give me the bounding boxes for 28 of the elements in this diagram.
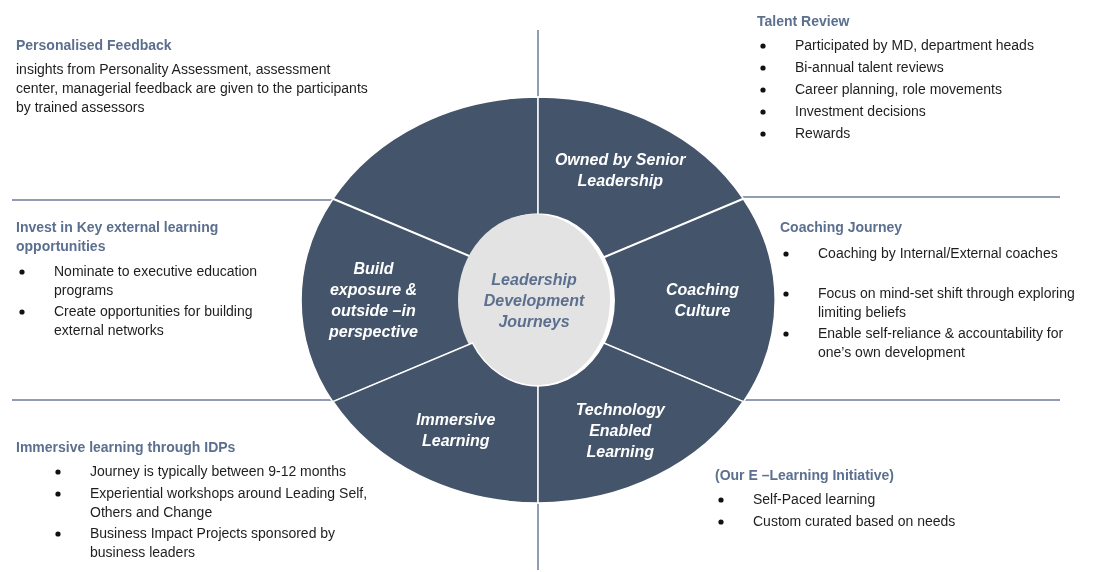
segment-label: Technology Enabled Learning	[574, 399, 667, 462]
segment-label: Owned by Senior Leadership	[553, 149, 687, 191]
bullet-item: Business Impact Projects sponsored by business leaders	[90, 524, 337, 562]
bullet-item: Journey is typically between 9-12 months	[90, 462, 348, 481]
segment-label: Build exposure & outside –in perspective	[327, 259, 419, 342]
segment-label: Immersive Learning	[415, 410, 497, 452]
description-text: insights from Personality Assessment, assessment center, managerial feedback are given to the participants by trained assessors	[16, 60, 369, 117]
bullet-item: Create opportunities for building external networks	[54, 302, 254, 340]
bullet-item: Rewards	[795, 124, 852, 143]
section-heading: Coaching Journey	[780, 218, 904, 237]
bullet-item: Participated by MD, department heads	[795, 36, 1035, 55]
section-heading: Immersive learning through IDPs	[16, 438, 237, 457]
section-heading: Talent Review	[757, 12, 851, 31]
bullet-item: Custom curated based on needs	[753, 512, 957, 531]
section-heading: Invest in Key external learning opportunities	[16, 218, 220, 256]
bullet-item: Self-Paced learning	[753, 490, 877, 509]
section-heading: Personalised Feedback	[16, 36, 173, 55]
section-heading: (Our E –Learning Initiative)	[715, 466, 895, 485]
bullet-item: Focus on mind-set shift through exploring limiting beliefs	[818, 284, 1076, 322]
bullet-item: Nominate to executive education programs	[54, 262, 259, 300]
segment-label: Coaching Culture	[665, 280, 740, 321]
bullet-item: Bi-annual talent reviews	[795, 58, 945, 77]
bullet-item: Coaching by Internal/External coaches	[818, 244, 1059, 263]
bullet-item: Investment decisions	[795, 102, 927, 121]
hub-label: Leadership Development Journeys	[482, 269, 586, 332]
bullet-item: Career planning, role movements	[795, 80, 1003, 99]
bullet-item: Enable self-reliance & accountability for one’s own development	[818, 324, 1065, 362]
bullet-item: Experiential workshops around Leading Self, Others and Change	[90, 484, 369, 522]
